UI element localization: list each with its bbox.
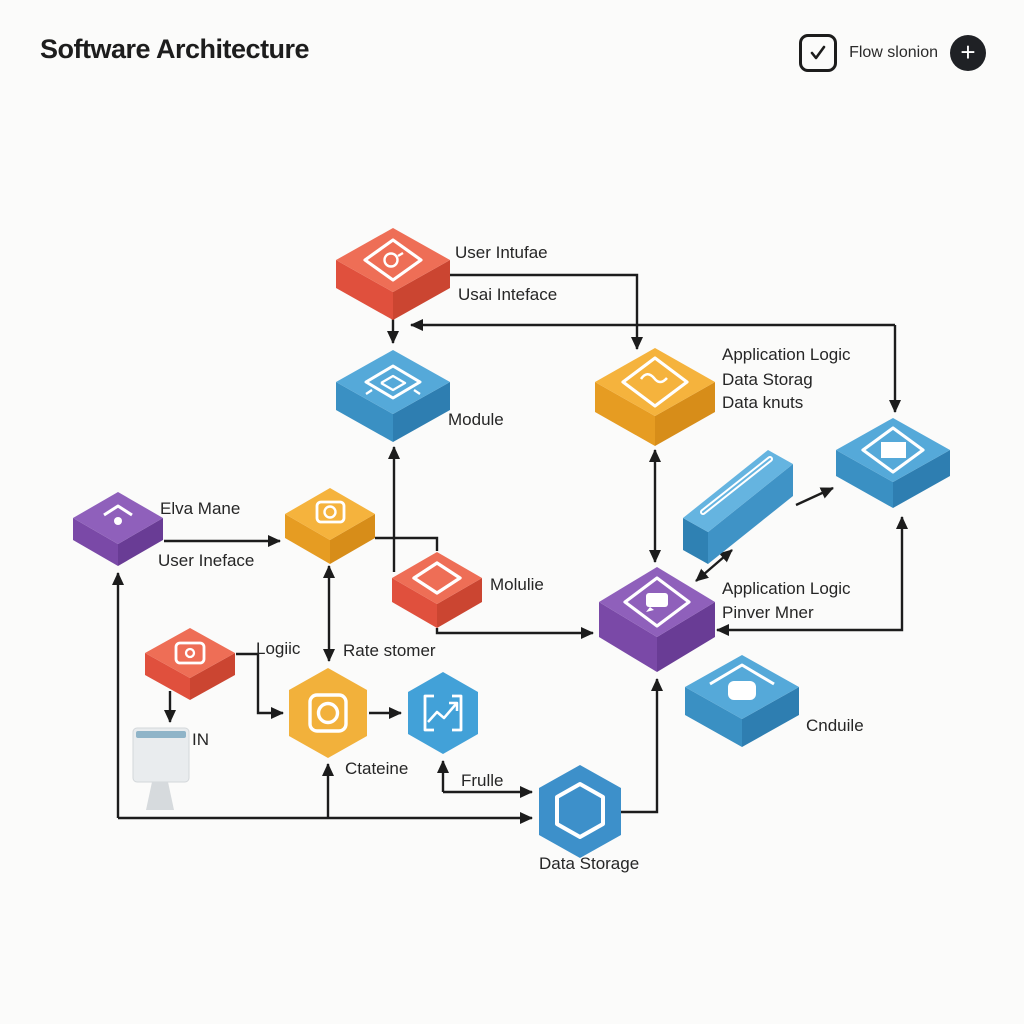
node-module-top[interactable] (336, 350, 450, 442)
window-icon (364, 364, 422, 400)
node-data-storage-hex[interactable] (539, 765, 621, 858)
arrow-purple-storage-right (716, 516, 908, 636)
slot-icon (700, 456, 773, 515)
chat-diamond-icon (623, 576, 691, 628)
node-cnduile[interactable] (685, 655, 799, 747)
hexagon-icon (555, 782, 605, 839)
monitor-stand (146, 782, 174, 810)
plus-icon: + (960, 37, 976, 67)
label-app-logic-1: Application Logic (722, 345, 851, 364)
add-button[interactable]: + (950, 35, 986, 71)
label-data-storage: Data Storage (539, 854, 640, 873)
node-storage-right[interactable] (836, 418, 950, 508)
arrow-datastorage-to-purple (620, 678, 663, 814)
node-server-slab[interactable] (683, 450, 793, 564)
arrow-logic-to-ctateine (236, 652, 284, 719)
flow-label: Flow slonion (849, 44, 938, 61)
node-logic[interactable] (145, 628, 235, 700)
label-data-knuts: Data knuts (722, 393, 804, 412)
node-module-red[interactable] (392, 552, 482, 628)
diamond-card-icon (861, 426, 925, 474)
node-user-interface-top[interactable] (336, 228, 450, 320)
label-user-intufae: User Intufae (455, 243, 548, 262)
label-module: Module (448, 410, 504, 429)
scroll-icon (174, 641, 206, 665)
line-yellowbox-to-redmodule (375, 536, 439, 551)
label-cnduile: Cnduile (806, 716, 864, 735)
label-app-logic-2: Application Logic (722, 579, 851, 598)
connectors (112, 273, 908, 824)
squiggle-diamond-icon (621, 356, 689, 408)
monitor-topbar (136, 731, 186, 738)
label-user-ineface: User Ineface (158, 551, 255, 570)
label-rate-stomer: Rate stomer (343, 641, 436, 660)
header-toolbar: Flow slonion + (799, 34, 986, 72)
checkbox-icon[interactable] (799, 34, 838, 72)
arrow-redmodule-to-purple (435, 627, 594, 639)
pointer-icon (103, 504, 133, 525)
arrow-slab-to-storage-right (795, 486, 834, 507)
node-frulle-hex[interactable] (408, 672, 478, 754)
node-ctateine-hex[interactable] (289, 668, 367, 758)
label-usai-inteface: Usai Inteface (458, 285, 558, 304)
label-logiic: Logiic (256, 639, 301, 658)
node-monitor[interactable] (132, 727, 190, 810)
gear-diamond-icon (363, 238, 423, 282)
record-icon (308, 693, 348, 733)
arrow-slab-purple (695, 549, 733, 582)
label-pinver-mner: Pinver Mner (722, 603, 814, 622)
page-title: Software Architecture (40, 34, 310, 64)
label-frulle: Frulle (461, 771, 504, 790)
node-application-logic-purple[interactable] (599, 567, 715, 672)
label-data-storag: Data Storag (722, 370, 813, 389)
label-molulie: Molulie (490, 575, 544, 594)
node-user-interface-left[interactable] (73, 492, 163, 566)
diamond-icon (412, 561, 462, 595)
target-icon (315, 500, 346, 524)
chart-icon (423, 694, 463, 732)
node-application-logic-yellow[interactable] (595, 348, 715, 446)
label-in: IN (192, 730, 209, 749)
node-connector-box-yellow[interactable] (285, 488, 375, 564)
label-ctateine: Ctateine (345, 759, 409, 778)
label-elva-mane: Elva Mane (160, 499, 241, 518)
home-box-icon (709, 663, 775, 700)
